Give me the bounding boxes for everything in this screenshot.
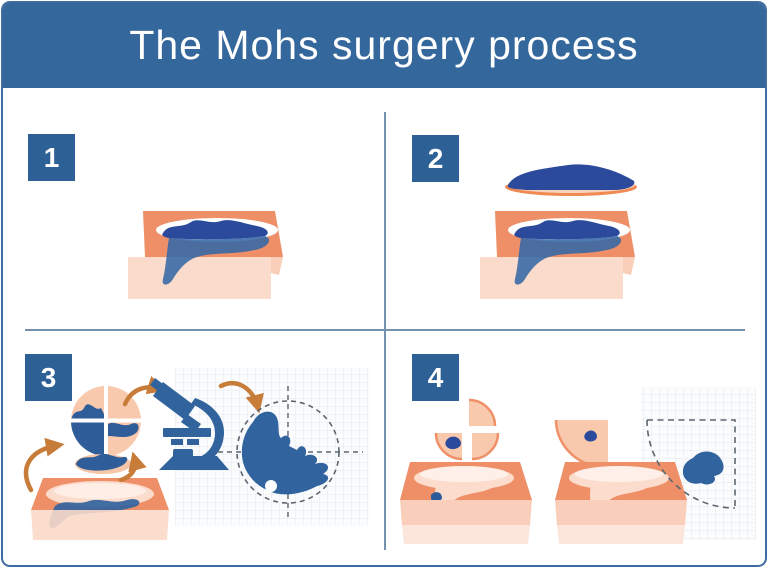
panel-3-illustration — [15, 358, 377, 546]
tumor-spot — [445, 436, 461, 450]
dashed-map-circle — [218, 386, 363, 518]
dashed-quadrant-outline — [646, 419, 736, 509]
tumor-spot — [584, 430, 597, 442]
panel-4-illustration — [395, 378, 767, 560]
skin-block-with-crater-right — [555, 462, 687, 544]
header-bar: The Mohs surgery process — [3, 3, 765, 88]
single-quadrant-piece — [554, 419, 609, 470]
excision-step — [480, 164, 637, 299]
excised-layer-disc — [505, 164, 637, 196]
panel-divider-horizontal — [25, 329, 745, 331]
analysis-step — [23, 368, 369, 540]
skin-block-with-tumor — [128, 211, 283, 299]
panel-2-illustration — [450, 143, 662, 303]
tumor-surface — [162, 220, 268, 240]
tumor-spot — [431, 492, 442, 502]
tumor-map-blob — [682, 451, 724, 485]
step-2-badge: 2 — [412, 135, 459, 182]
tumor-root — [162, 236, 270, 285]
tumor-map-shape — [241, 411, 329, 495]
curved-arrow-icon — [23, 376, 264, 493]
microscope-icon — [150, 378, 229, 470]
step-1-badge: 1 — [28, 134, 75, 181]
skin-block-with-crater-left — [400, 462, 532, 544]
panel-divider-vertical — [384, 112, 386, 550]
sectioned-specimen-pie — [434, 398, 500, 461]
skin-block-with-tumor — [480, 211, 635, 299]
page-title: The Mohs surgery process — [129, 22, 639, 68]
step-4-badge: 4 — [412, 354, 459, 401]
skin-block-with-crater — [31, 478, 169, 540]
reconstruction-step — [400, 387, 756, 544]
residual-tumor — [49, 499, 140, 529]
step-3-badge: 3 — [25, 354, 72, 401]
panel-1-illustration — [125, 205, 290, 305]
excised-layer-disc — [75, 453, 131, 474]
